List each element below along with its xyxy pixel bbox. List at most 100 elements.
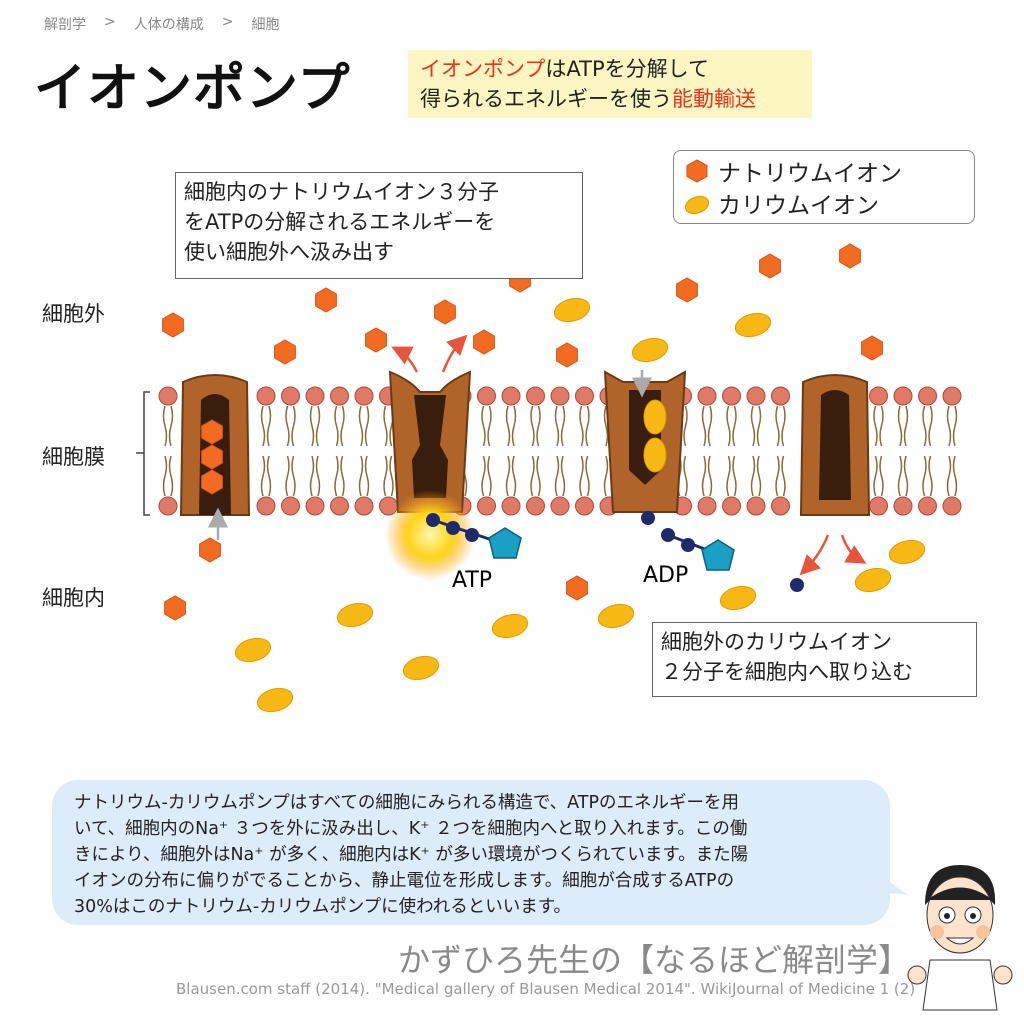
lipid-tail: [285, 455, 296, 497]
title-note: イオンポンプはATPを分解して 得られるエネルギーを使う能動輸送: [408, 50, 812, 118]
lipid-head: [158, 496, 178, 516]
lipid-head: [893, 386, 913, 406]
lipid-head: [575, 386, 594, 406]
atp-molecule: [426, 513, 522, 559]
lipid-tail: [897, 405, 909, 447]
lipid-tail: [358, 455, 370, 497]
ion-pump-diagram: ATP ADP: [136, 243, 962, 713]
breadcrumb-item[interactable]: 人体の構成: [133, 17, 204, 33]
lipid-head: [771, 496, 790, 516]
lipid-head: [305, 386, 325, 406]
sodium-ion: [201, 469, 223, 495]
potassium-ion: [491, 613, 529, 639]
lipid-tail: [285, 405, 296, 447]
breadcrumb-item[interactable]: 解剖学: [44, 17, 86, 33]
legend: ナトリウムイオン カリウムイオン: [673, 150, 975, 224]
lipid-tail: [530, 405, 541, 447]
lipid-tail: [726, 405, 737, 447]
sodium-ion-icon: [686, 159, 708, 183]
lipid-tail: [505, 455, 517, 497]
potassium-ion-icon: [684, 195, 710, 215]
sodium-ion: [676, 277, 698, 303]
lipid-tail: [873, 455, 884, 497]
lipid-tail: [505, 405, 517, 447]
lipid-tail: [750, 455, 762, 497]
callout-line: ２分子を細胞内へ取り込む: [661, 660, 913, 684]
lipid-head: [575, 496, 594, 516]
potassium-ion: [553, 297, 591, 323]
lipid-head: [281, 386, 300, 406]
sodium-ion: [839, 243, 861, 269]
lipid-head: [942, 386, 962, 406]
lipid-tail: [334, 455, 345, 497]
atp-label: ATP: [452, 568, 492, 593]
pump-channel: [819, 390, 851, 500]
page-title: イオンポンプ: [34, 59, 351, 119]
explanation-line: いて、細胞内のNa⁺ ３つを外に汲み出し、K⁺ ２つを細胞内へと取り入れます。こ…: [74, 819, 748, 839]
lipid-tail: [897, 455, 909, 497]
sodium-ion: [566, 575, 588, 601]
bubble-tail: [880, 875, 908, 895]
lipid-tail: [775, 405, 786, 447]
lipid-head: [526, 496, 545, 516]
lipid-head: [746, 386, 766, 406]
lipid-head: [501, 496, 521, 516]
sodium-ion: [201, 444, 223, 470]
lipid-tail: [162, 455, 174, 497]
lipid-head: [697, 496, 717, 516]
pump-channel: [412, 395, 448, 498]
lipid-head: [354, 496, 374, 516]
note-text: はATPを分解して: [545, 57, 709, 81]
lipid-head: [330, 496, 349, 516]
breadcrumb: 解剖学 > 人体の構成 > 細胞: [44, 14, 279, 34]
sodium-ion: [365, 327, 387, 353]
callout-line: 細胞内のナトリウムイオン３分子: [184, 180, 499, 204]
lipid-tail: [481, 455, 492, 497]
lipid-tail: [260, 405, 272, 447]
lipid-head: [918, 386, 937, 406]
callout-potassium: 細胞外のカリウムイオン ２分子を細胞内へ取り込む: [652, 622, 977, 697]
lipid-head: [942, 496, 962, 516]
potassium-ion: [854, 567, 892, 593]
potassium-ion: [719, 585, 757, 611]
potassium-ion: [402, 655, 440, 681]
lipid-head: [746, 496, 766, 516]
potassium-ion: [888, 539, 926, 565]
lipid-tail: [775, 455, 786, 497]
sodium-ion: [473, 329, 495, 355]
lipid-head: [918, 496, 937, 516]
lipid-tail: [701, 455, 713, 497]
adp-molecule: [641, 511, 735, 571]
lipid-tail: [358, 405, 370, 447]
sodium-ion: [434, 299, 456, 325]
lipid-tail: [946, 455, 958, 497]
citation: Blausen.com staff (2014). "Medical galle…: [176, 980, 916, 998]
sodium-ion: [861, 335, 883, 361]
lipid-tail: [922, 455, 933, 497]
legend-sodium: ナトリウムイオン: [718, 161, 902, 187]
adp-label: ADP: [643, 563, 688, 588]
lipid-tail: [383, 455, 394, 497]
lipid-tail: [554, 405, 566, 447]
lipid-tail: [309, 405, 321, 447]
explanation-line: きにより、細胞外はNa⁺ が多く、細胞内はK⁺ が多い環境がつくられています。ま…: [74, 845, 749, 865]
sodium-ion: [315, 287, 337, 313]
breadcrumb-separator: >: [221, 14, 234, 30]
lipid-head: [330, 386, 349, 406]
lipid-head: [256, 386, 276, 406]
callout-sodium: 細胞内のナトリウムイオン３分子 をATPの分解されるエネルギーを 使い細胞外へ汲…: [175, 172, 583, 279]
phosphate: [790, 578, 804, 592]
lipid-tail: [260, 455, 272, 497]
lipid-tail: [922, 405, 933, 447]
sodium-ion: [274, 339, 296, 365]
lipid-head: [305, 496, 325, 516]
note-highlight: イオンポンプ: [420, 57, 546, 81]
sodium-ion: [199, 537, 221, 563]
note-highlight: 能動輸送: [672, 87, 756, 111]
callout-line: 細胞外のカリウムイオン: [661, 630, 892, 654]
label-outside: 細胞外: [42, 302, 105, 326]
breadcrumb-item[interactable]: 細胞: [251, 17, 280, 33]
potassium-ion: [336, 602, 374, 628]
lipid-tail: [579, 455, 590, 497]
lipid-head: [281, 496, 300, 516]
